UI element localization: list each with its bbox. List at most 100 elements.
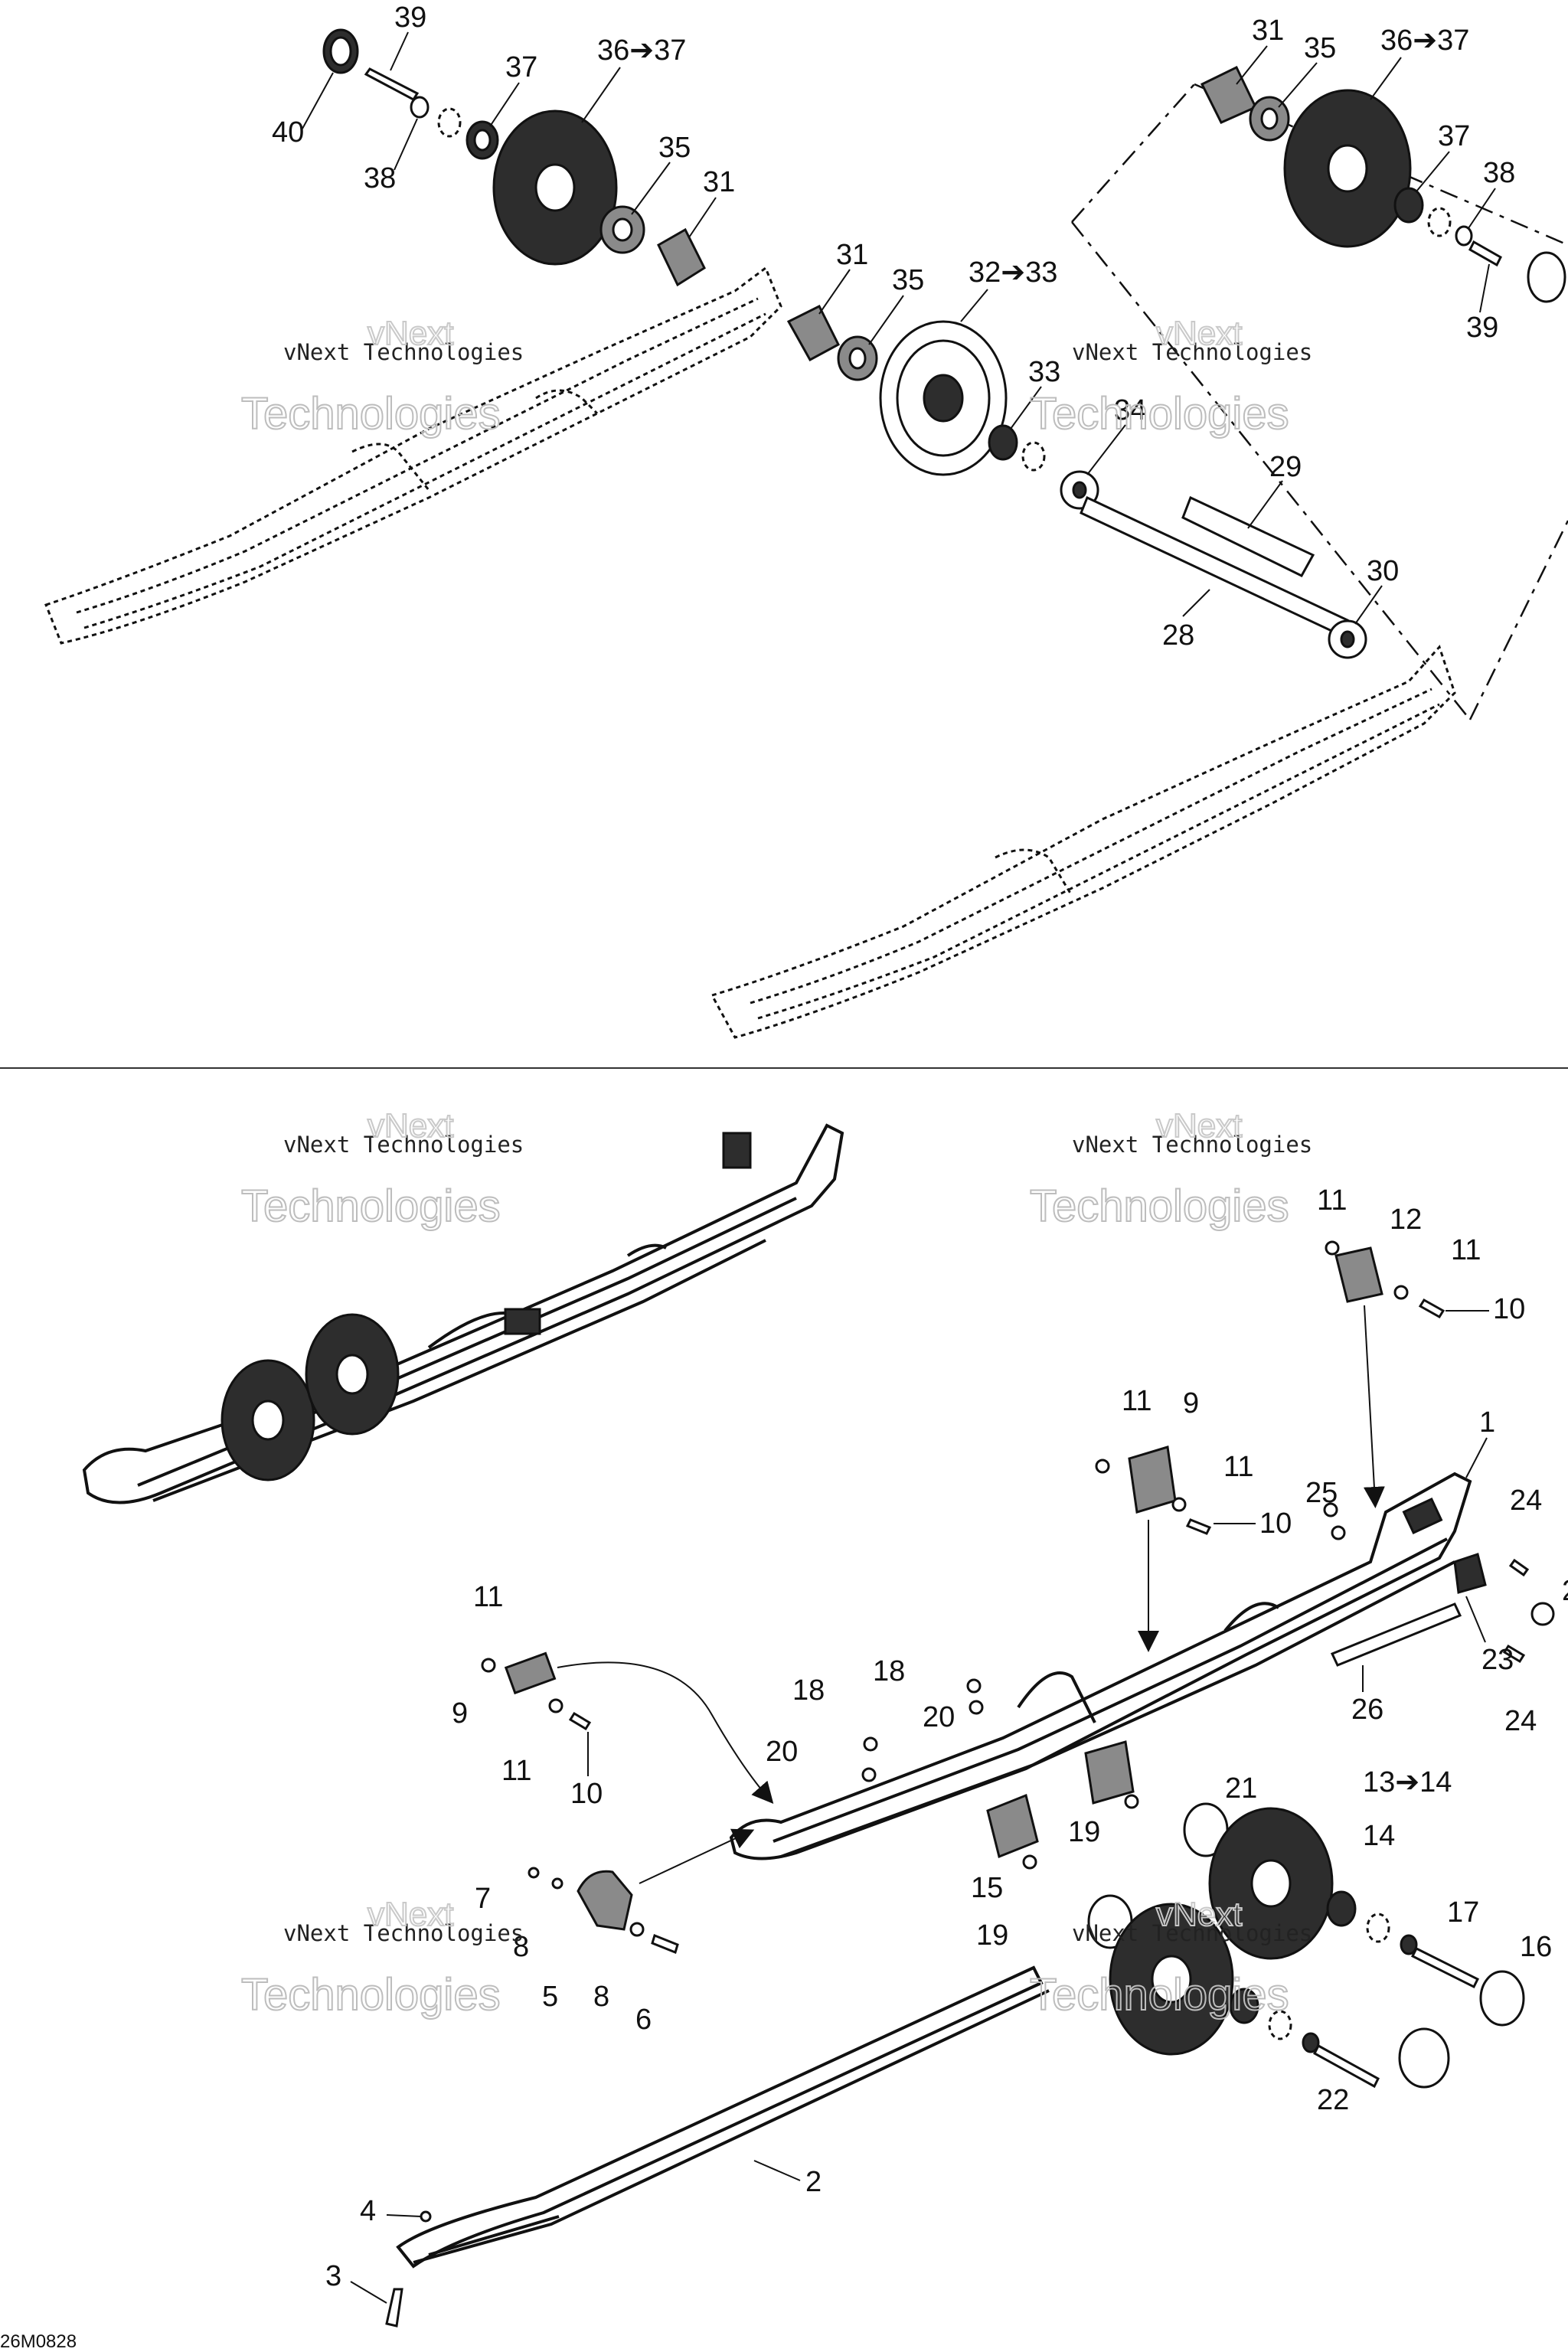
callout-9a: 9	[1183, 1387, 1199, 1419]
bearing	[988, 424, 1018, 461]
callout-36-37b: 36➔37	[1380, 24, 1469, 57]
callout-10b: 10	[1259, 1508, 1292, 1540]
upper-middle-wheel-group	[786, 304, 1367, 659]
nut	[966, 1678, 982, 1694]
assembled-rail	[82, 1123, 844, 1504]
svg-text:vNext: vNext	[1156, 1107, 1242, 1145]
callout-32-33: 32➔33	[969, 256, 1057, 289]
callout-2: 2	[805, 2166, 822, 2198]
callout-1: 1	[1479, 1406, 1495, 1439]
callout-2-cut: 2	[1562, 1575, 1568, 1607]
callout-20a: 20	[923, 1701, 955, 1733]
callout-37: 37	[505, 51, 537, 83]
callout-18a: 18	[873, 1655, 905, 1687]
bolt	[1508, 1558, 1530, 1577]
svg-text:vNext: vNext	[1156, 1896, 1242, 1933]
rear-stopper	[1453, 1553, 1487, 1594]
slider-block	[1128, 1446, 1177, 1514]
svg-text:vNext: vNext	[368, 1107, 453, 1145]
assembly-arrows	[557, 1305, 1385, 1884]
callout-17: 17	[1447, 1896, 1479, 1929]
watermark-3: vNext Technologies vNext Technologies	[240, 1106, 524, 1232]
slide-nut	[420, 2210, 432, 2223]
callout-15: 15	[971, 1872, 1003, 1904]
rail-slider-block	[504, 1308, 541, 1335]
watermark-6: vNext Technologies vNext Technologies	[1029, 1895, 1312, 2020]
svg-text:vNext Technologies: vNext Technologies	[283, 1920, 524, 1946]
washer	[1302, 2032, 1320, 2053]
svg-text:vNext Technologies: vNext Technologies	[283, 339, 524, 365]
callout-11c: 11	[1122, 1385, 1152, 1417]
callout-20b: 20	[766, 1736, 798, 1768]
callout-24b: 24	[1504, 1705, 1537, 1737]
callout-24a: 24	[1510, 1485, 1542, 1517]
lower-callouts: 11 12 11 10 1 11 9 11 10 25 24 23 24 26 …	[325, 1184, 1568, 2304]
svg-text:Technologies: Technologies	[241, 1970, 501, 2020]
slide-block	[986, 1793, 1039, 1859]
callout-5: 5	[542, 1981, 558, 2013]
callout-37b: 37	[1438, 120, 1470, 152]
watermark-4: vNext Technologies vNext Technologies	[1029, 1106, 1312, 1232]
svg-text:vNext Technologies: vNext Technologies	[1072, 1132, 1312, 1158]
slide-screw	[385, 2288, 403, 2328]
bearing	[1326, 1890, 1357, 1927]
callout-8b: 8	[593, 1981, 609, 2013]
nut	[861, 1767, 877, 1782]
exploded-rail	[729, 1472, 1472, 1860]
callout-38b: 38	[1483, 157, 1515, 189]
callout-11a: 11	[1317, 1184, 1347, 1217]
nut	[969, 1700, 984, 1715]
cap	[1479, 1970, 1525, 2027]
washer	[481, 1658, 496, 1673]
bearing	[1393, 187, 1424, 224]
svg-text:vNext Technologies: vNext Technologies	[283, 1132, 524, 1158]
washer	[1400, 1934, 1418, 1955]
callout-14: 14	[1363, 1820, 1395, 1852]
callout-39b: 39	[1466, 312, 1498, 344]
callout-35c: 35	[1304, 32, 1336, 64]
nut	[863, 1736, 878, 1752]
slider-block	[504, 1651, 557, 1695]
bolt	[1313, 2043, 1380, 2089]
upper-callouts: 39 40 37 36➔37 38 35 31 31 35 32➔33 33 3…	[272, 2, 1515, 652]
callout-29: 29	[1269, 451, 1302, 483]
slide	[385, 1965, 1050, 2328]
screw	[568, 1711, 592, 1731]
callout-36-37: 36➔37	[597, 34, 686, 67]
screw-head	[1124, 1794, 1139, 1809]
bolt	[1410, 1946, 1480, 1989]
callout-18b: 18	[792, 1674, 825, 1707]
nut	[528, 1867, 540, 1879]
bolt	[1502, 1644, 1526, 1664]
svg-text:vNext: vNext	[368, 1896, 453, 1933]
callout-25: 25	[1305, 1477, 1338, 1509]
nut	[1331, 1525, 1346, 1540]
callout-21: 21	[1225, 1772, 1257, 1805]
lock-washer	[1021, 441, 1046, 472]
callout-11d: 11	[1223, 1451, 1253, 1483]
right-rail-outline	[710, 645, 1456, 1039]
washer	[1095, 1459, 1110, 1474]
washer	[629, 1922, 645, 1937]
slide-block	[1084, 1740, 1135, 1805]
svg-text:Technologies: Technologies	[241, 1181, 501, 1231]
upper-left-wheel-group	[322, 28, 706, 287]
callout-35: 35	[658, 132, 691, 164]
callout-11f: 11	[501, 1755, 531, 1787]
callout-9b: 9	[452, 1697, 468, 1730]
callout-23: 23	[1481, 1644, 1514, 1676]
lock-washer	[437, 107, 462, 138]
nut	[1323, 1502, 1338, 1517]
svg-text:Technologies: Technologies	[241, 389, 501, 439]
washer	[1171, 1497, 1187, 1512]
svg-text:vNext Technologies: vNext Technologies	[1072, 1920, 1312, 1946]
nut	[1530, 1602, 1555, 1626]
callout-12: 12	[1390, 1204, 1422, 1236]
callout-16: 16	[1520, 1931, 1552, 1963]
svg-text:vNext Technologies: vNext Technologies	[1072, 339, 1312, 365]
callout-8a: 8	[513, 1931, 529, 1963]
washer	[551, 1877, 564, 1890]
callout-31b: 31	[836, 239, 868, 271]
stopper-block	[1334, 1246, 1383, 1303]
